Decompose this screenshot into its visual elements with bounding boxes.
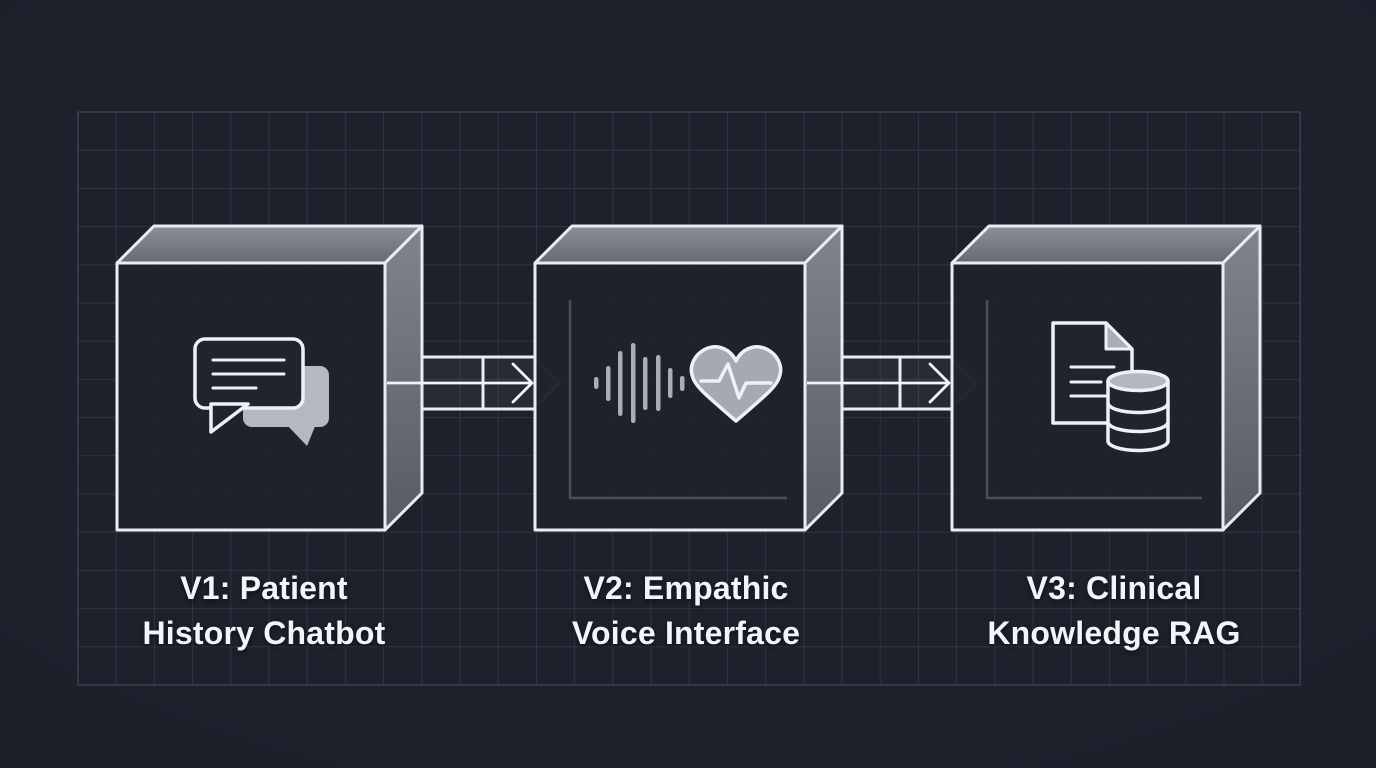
box-side-face bbox=[803, 224, 844, 532]
stage-box-v3 bbox=[950, 224, 1262, 532]
arrow-head bbox=[511, 362, 534, 404]
stage-label-v2-line2: Voice Interface bbox=[571, 615, 801, 651]
arrow-head bbox=[928, 362, 951, 404]
stage-label-v3-line2: Knowledge RAG bbox=[987, 615, 1241, 651]
document-text-lines bbox=[1069, 365, 1116, 398]
grid-border bbox=[77, 111, 1301, 686]
stage-label-v2: V2: Empathic Voice Interface bbox=[426, 566, 946, 656]
stage-label-v3-line1: V3: Clinical bbox=[1026, 570, 1202, 606]
inner-corner-line bbox=[985, 300, 1202, 500]
box-side-face bbox=[1221, 224, 1262, 532]
box-top-face bbox=[950, 224, 1262, 265]
box-side-face bbox=[383, 224, 424, 532]
document-database-icon bbox=[1051, 321, 1170, 453]
stage-label-v2-line1: V2: Empathic bbox=[583, 570, 789, 606]
stage-box-v1 bbox=[115, 224, 424, 532]
voice-waveform-icon bbox=[594, 343, 685, 423]
box-top-face bbox=[533, 224, 844, 265]
heart-pulse-icon bbox=[689, 345, 783, 423]
chat-bubbles-icon bbox=[193, 337, 329, 446]
stage-box-v2 bbox=[533, 224, 844, 532]
stage-label-v3: V3: Clinical Knowledge RAG bbox=[854, 566, 1374, 656]
database-icon bbox=[1106, 369, 1170, 453]
chat-text-lines bbox=[211, 358, 286, 390]
stage-label-v1-line1: V1: Patient bbox=[180, 570, 348, 606]
box-top-face bbox=[115, 224, 424, 265]
stage-label-v1-line2: History Chatbot bbox=[142, 615, 386, 651]
pulse-line bbox=[699, 362, 773, 400]
inner-corner-line bbox=[568, 300, 787, 500]
stage-label-v1: V1: Patient History Chatbot bbox=[4, 566, 524, 656]
chat-bubble-front bbox=[193, 337, 305, 434]
document-fold bbox=[1104, 321, 1134, 351]
